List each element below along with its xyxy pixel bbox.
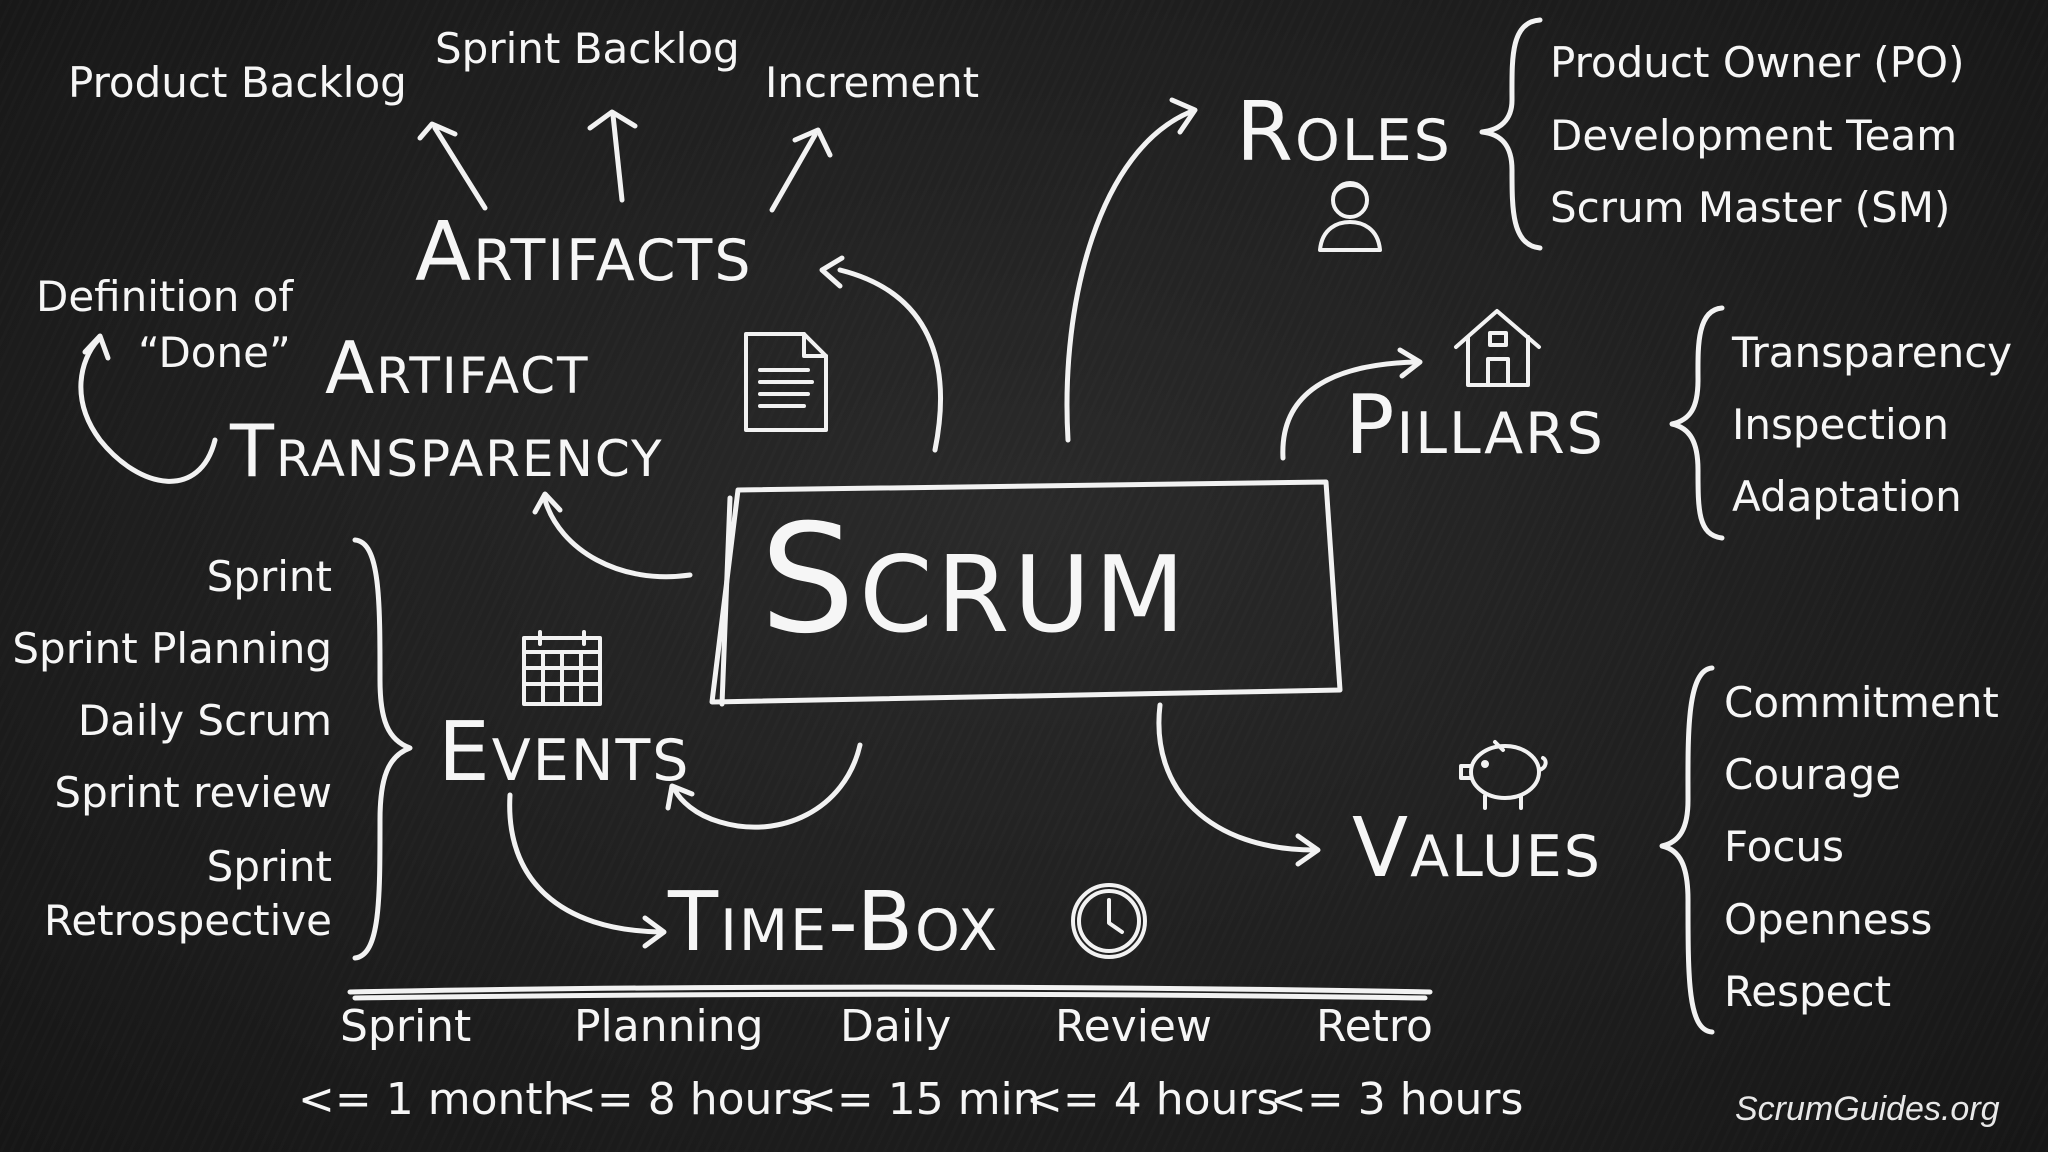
arrowhead-definition-of-done — [82, 333, 111, 361]
event-item-sprint-review: Sprint review — [54, 768, 332, 817]
timebox-name-sprint: Sprint — [340, 1001, 472, 1052]
timebox-name-review: Review — [1055, 1001, 1212, 1052]
person-icon — [1310, 172, 1390, 256]
arrowhead-increment — [792, 127, 833, 158]
arrow-to-artifacts — [837, 267, 944, 453]
scrum-box-extra-stroke — [719, 495, 733, 707]
house-icon — [1450, 305, 1545, 394]
values-brace — [1659, 665, 1715, 1035]
value-item-courage: Courage — [1724, 750, 1902, 799]
value-item-focus: Focus — [1724, 822, 1844, 871]
definition-of-done-line1: Definition of — [36, 272, 294, 321]
timebox-limit-daily: <= 15 min — [800, 1074, 1041, 1125]
pillar-item-inspection: Inspection — [1732, 400, 1949, 449]
timebox-limit-retro: <= 3 hours — [1270, 1074, 1524, 1125]
roles-heading: Roles — [1236, 85, 1452, 180]
artifact-item-product-backlog: Product Backlog — [68, 58, 407, 107]
timebox-underline — [347, 984, 1433, 995]
value-item-commitment: Commitment — [1724, 678, 1999, 727]
clock-icon — [1068, 880, 1150, 966]
arrow-to-values — [1156, 702, 1318, 853]
timebox-underline-2 — [352, 991, 1428, 1001]
arrowhead-product-backlog — [417, 121, 458, 141]
arrowhead-transparency — [532, 491, 563, 515]
arrow-to-transparency — [542, 497, 693, 580]
timebox-limit-planning: <= 8 hours — [560, 1074, 814, 1125]
arrow-to-timebox — [507, 792, 663, 935]
arrowhead-roles — [1169, 97, 1198, 135]
artifacts-heading: Artifacts — [415, 205, 753, 300]
arrow-increment — [769, 132, 818, 213]
event-item-sprint-retrospective-line2: Retrospective — [44, 896, 332, 945]
watermark-text: ScrumGuides.org — [1735, 1090, 2000, 1128]
role-item-scrum-master: Scrum Master (SM) — [1550, 183, 1951, 232]
event-item-sprint-retrospective-line1: Sprint — [206, 842, 332, 891]
calendar-icon — [520, 628, 604, 712]
event-item-daily-scrum: Daily Scrum — [77, 696, 332, 745]
artifact-transparency-line1: Artifact — [325, 326, 590, 410]
arrow-definition-of-done — [78, 337, 218, 484]
arrowhead-events — [665, 783, 695, 811]
pillars-heading: Pillars — [1345, 378, 1605, 473]
events-heading: Events — [438, 705, 691, 800]
timebox-name-planning: Planning — [574, 1001, 764, 1052]
timebox-limit-sprint: <= 1 month — [298, 1074, 571, 1125]
arrow-to-pillars — [1280, 359, 1418, 461]
value-item-respect: Respect — [1724, 967, 1892, 1016]
scrum-title: Scrum — [760, 493, 1189, 667]
role-item-development-team: Development Team — [1550, 111, 1958, 160]
value-item-openness: Openness — [1724, 895, 1933, 944]
arrow-to-events — [672, 742, 863, 830]
arrow-sprint-backlog — [610, 112, 625, 203]
events-brace — [352, 537, 413, 961]
arrowhead-values — [1295, 833, 1321, 867]
arrowhead-pillars — [1397, 347, 1423, 379]
timebox-name-daily: Daily — [840, 1001, 952, 1052]
scrum-box-outline — [709, 479, 1343, 705]
pillar-item-transparency: Transparency — [1732, 328, 2013, 377]
artifact-transparency-line2: Transparency — [230, 409, 664, 493]
pillars-brace — [1669, 305, 1725, 541]
timebox-limit-review: <= 4 hours — [1026, 1074, 1280, 1125]
artifact-item-increment: Increment — [765, 58, 980, 107]
event-item-sprint-planning: Sprint Planning — [12, 624, 332, 673]
event-item-sprint: Sprint — [206, 552, 332, 601]
arrowhead-timebox — [642, 915, 667, 949]
roles-brace — [1479, 17, 1543, 251]
arrow-to-roles — [1064, 109, 1193, 443]
values-heading: Values — [1352, 801, 1602, 896]
artifact-item-sprint-backlog: Sprint Backlog — [435, 24, 740, 73]
arrowhead-sprint-backlog — [587, 109, 638, 131]
definition-of-done-line2: “Done” — [138, 328, 291, 377]
arrowhead-artifacts — [819, 255, 845, 289]
timebox-name-retro: Retro — [1316, 1001, 1433, 1052]
role-item-product-owner: Product Owner (PO) — [1550, 38, 1965, 87]
timebox-heading: Time-Box — [668, 875, 1000, 970]
arrow-product-backlog — [432, 125, 488, 211]
pillar-item-adaptation: Adaptation — [1732, 472, 1962, 521]
piggy-bank-icon — [1455, 730, 1555, 816]
document-icon — [742, 330, 830, 439]
